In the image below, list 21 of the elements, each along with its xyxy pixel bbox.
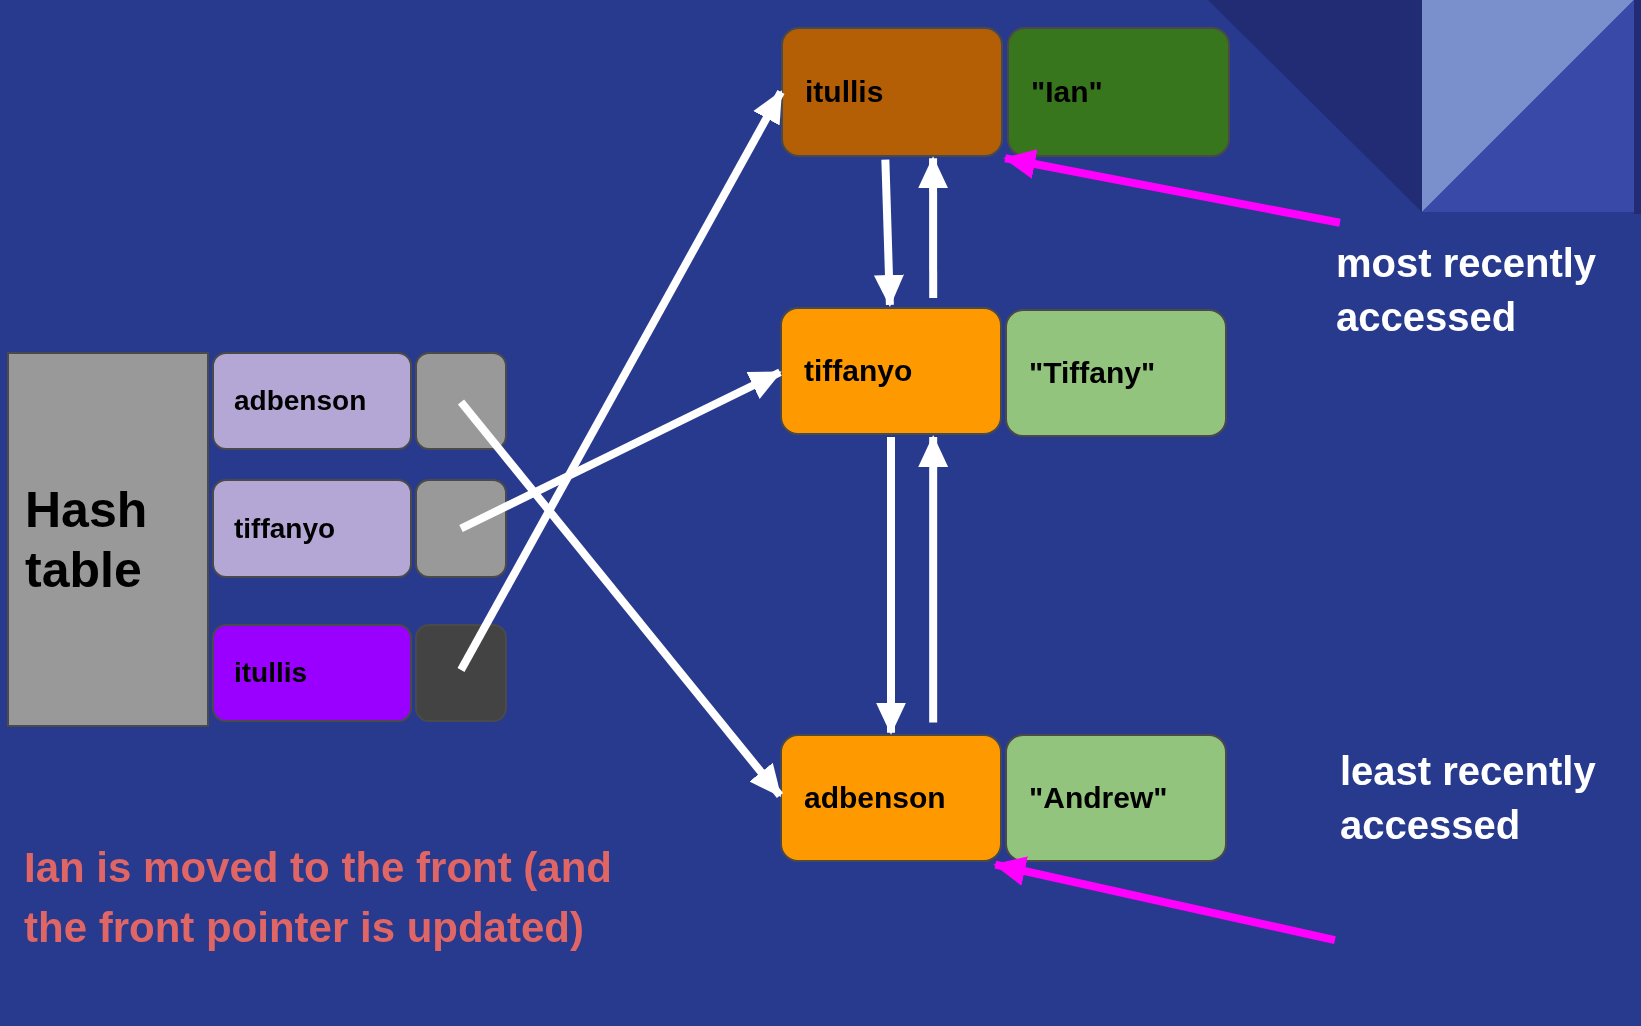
note-text: least recently accessed <box>1340 740 1638 855</box>
list-node-box: "Andrew" <box>1005 734 1227 862</box>
arrow <box>459 368 782 533</box>
list-node-box: adbenson <box>780 734 1002 862</box>
hash-table-box: Hash table <box>7 352 209 727</box>
note-text: most recently accessed <box>1336 232 1638 347</box>
pointer-box <box>415 624 507 722</box>
arrow <box>457 90 785 672</box>
pointer-box <box>415 479 507 578</box>
pointer-box <box>415 352 507 450</box>
list-node-box: itullis <box>781 27 1003 157</box>
list-node-box: "Tiffany" <box>1005 309 1227 437</box>
arrow <box>1003 149 1341 227</box>
list-node-box: tiffanyo <box>780 307 1002 435</box>
arrow <box>993 856 1336 944</box>
key-box: tiffanyo <box>212 479 412 578</box>
list-node-box: "Ian" <box>1007 27 1230 157</box>
note-text: Ian is moved to the front (and the front pointer is updated) <box>24 843 614 953</box>
arrow <box>457 399 784 798</box>
key-box: adbenson <box>212 352 412 450</box>
key-box: itullis <box>212 624 412 722</box>
